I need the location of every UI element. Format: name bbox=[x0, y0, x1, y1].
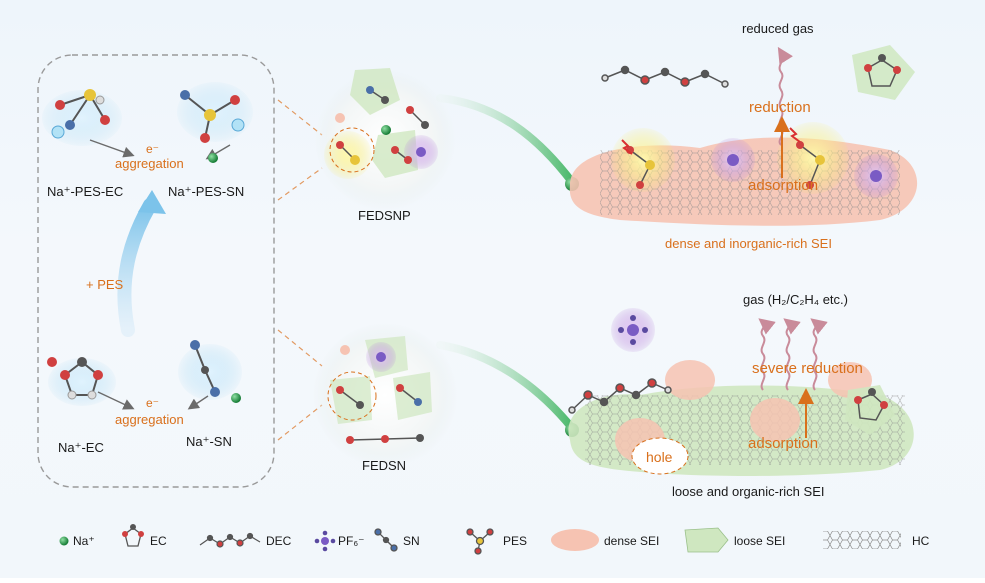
legend-dense-sei-swatch bbox=[551, 529, 599, 551]
severe-reduction-label: severe reduction bbox=[752, 360, 863, 377]
label-fedsn: FEDSN bbox=[362, 458, 406, 473]
top-left-arrow bbox=[89, 139, 135, 158]
reduction-label: reduction bbox=[749, 99, 811, 116]
label-fedsnp: FEDSNP bbox=[358, 208, 411, 223]
legend-pes-label: PES bbox=[503, 534, 527, 548]
dec-molecule-top bbox=[601, 65, 729, 88]
legend-loose-sei-swatch bbox=[684, 527, 729, 553]
na-pes-sn-molecule bbox=[177, 82, 253, 143]
legend-item-pf6: PF₆⁻ bbox=[314, 530, 365, 552]
reduced-gas-label: reduced gas bbox=[742, 21, 814, 36]
legend-hc-swatch bbox=[823, 531, 901, 549]
pes-arrow-label: + PES bbox=[86, 277, 124, 292]
left-panel: + PES e⁻ aggr bbox=[37, 54, 275, 488]
legend-ec-label: EC bbox=[150, 534, 167, 548]
na-pes-ec-molecule bbox=[42, 89, 122, 146]
label-na-pes-ec: Na⁺-PES-EC bbox=[47, 184, 123, 199]
dense-sei-label: dense and inorganic-rich SEI bbox=[665, 236, 832, 251]
gas-label-bottom: gas (H₂/C₂H₄ etc.) bbox=[743, 292, 848, 307]
lightning-2 bbox=[789, 127, 801, 143]
pes-big-arrow-head bbox=[138, 190, 166, 214]
na-ion-bottom bbox=[231, 393, 241, 403]
gas-arrows-bottom bbox=[758, 318, 828, 391]
dense-sei-region bbox=[569, 122, 918, 226]
lightning-1 bbox=[621, 139, 633, 155]
label-na-pes-sn: Na⁺-PES-SN bbox=[168, 184, 244, 199]
adsorption-label-bottom: adsorption bbox=[748, 435, 818, 452]
legend-dense-sei-label: dense SEI bbox=[604, 534, 659, 548]
cluster-fedsnp bbox=[315, 68, 455, 210]
bottom-aggregation: aggregation bbox=[115, 412, 184, 427]
legend-item-hc: HC bbox=[823, 531, 930, 549]
legend-dec-label: DEC bbox=[266, 534, 292, 548]
legend-item-na: Na⁺ bbox=[59, 534, 95, 548]
hole-label: hole bbox=[646, 449, 673, 465]
legend-pf6-label: PF₆⁻ bbox=[338, 534, 365, 548]
top-aggregation: aggregation bbox=[115, 156, 184, 171]
na-sn-molecule bbox=[178, 340, 242, 400]
legend-item-loose-sei: loose SEI bbox=[684, 527, 785, 553]
legend-hc-label: HC bbox=[912, 534, 930, 548]
legend-loose-sei-label: loose SEI bbox=[734, 534, 785, 548]
legend-na-icon bbox=[59, 536, 69, 546]
legend-pes-icon bbox=[466, 528, 494, 555]
legend-item-dec: DEC bbox=[199, 532, 292, 548]
pes-big-arrow bbox=[117, 198, 157, 337]
label-na-sn: Na⁺-SN bbox=[186, 434, 232, 449]
legend-item-pes: PES bbox=[466, 528, 527, 555]
legend-ec-icon bbox=[122, 524, 144, 547]
hole-marker bbox=[631, 437, 689, 475]
cluster-fedsn bbox=[313, 323, 457, 467]
comet-tail-bottom bbox=[436, 341, 576, 432]
legend-dec-icon bbox=[199, 532, 261, 548]
bottom-electron: e⁻ bbox=[146, 396, 159, 410]
connector-lines bbox=[277, 99, 323, 441]
legend-item-dense-sei: dense SEI bbox=[551, 529, 659, 551]
bottom-left-arrow bbox=[97, 391, 135, 410]
legend: Na⁺ EC DEC PF₆⁻ bbox=[59, 524, 930, 555]
bottom-right-arrow bbox=[187, 395, 209, 410]
top-electron: e⁻ bbox=[146, 142, 159, 156]
na-ec-molecule bbox=[47, 357, 116, 406]
legend-item-sn: SN bbox=[374, 528, 420, 552]
adsorption-label-top: adsorption bbox=[748, 177, 818, 194]
loose-sei-label: loose and organic-rich SEI bbox=[672, 484, 824, 499]
pf6-floating-bottom bbox=[611, 308, 655, 352]
dec-molecule-bottom bbox=[568, 378, 672, 414]
na-ion-top bbox=[208, 153, 218, 163]
legend-sn-label: SN bbox=[403, 534, 420, 548]
legend-sn-icon bbox=[374, 528, 398, 552]
legend-pf6-icon bbox=[314, 530, 336, 552]
legend-na-label: Na⁺ bbox=[73, 534, 95, 548]
legend-item-ec: EC bbox=[122, 524, 167, 548]
label-na-ec: Na⁺-EC bbox=[58, 440, 104, 455]
loose-sei-region bbox=[568, 360, 914, 476]
left-panel-border bbox=[37, 54, 275, 488]
comet-tail-top bbox=[436, 94, 576, 186]
yellow-glow-2 bbox=[777, 122, 849, 194]
ec-molecule-top-right bbox=[852, 45, 915, 100]
